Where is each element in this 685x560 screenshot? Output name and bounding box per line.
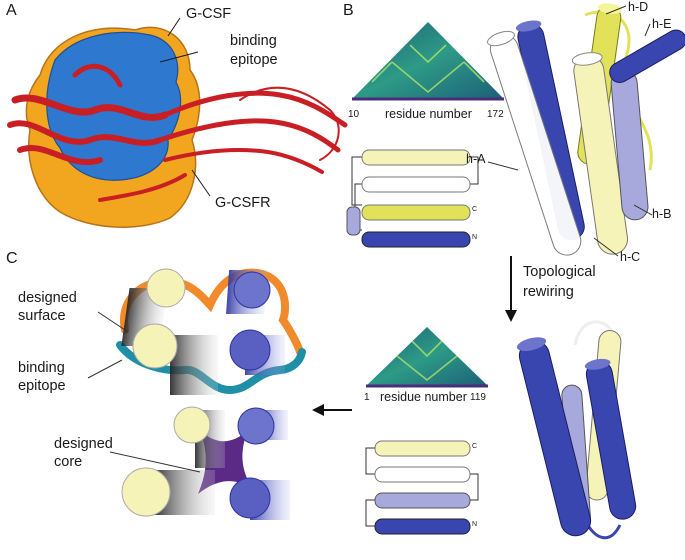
gcsfr-leader — [191, 169, 211, 197]
map-top-axis: residue number — [385, 107, 472, 121]
topology-bottom-c-terminus: C — [472, 443, 478, 450]
helix-bundle-original — [487, 3, 685, 256]
designed-core-label-line2: core — [54, 454, 83, 470]
design-schematic — [116, 268, 306, 520]
gcsf-leader — [167, 17, 181, 37]
helix-bundle-rewired — [516, 320, 637, 539]
topology-bottom-n-terminus: N — [472, 521, 478, 528]
map-bottom-end: 119 — [470, 392, 486, 403]
epitope-leader-a — [159, 51, 199, 63]
helix-label-d: h-D — [628, 0, 649, 14]
rewiring-label-line1: Topological — [523, 264, 596, 280]
gcsf-complex-rendering — [7, 26, 348, 228]
map-top-start: 10 — [348, 109, 360, 120]
binding-epitope-band — [116, 341, 306, 395]
topology-top-n-terminus: N — [472, 234, 478, 241]
designed-core-label-line1: designed — [54, 436, 113, 452]
rewiring-label-line2: rewiring — [523, 284, 574, 300]
binding-epitope-label-a-line1: binding — [230, 33, 277, 49]
panel-a-label: A — [6, 2, 17, 19]
h-d-leader — [605, 5, 627, 15]
map-bottom-axis: residue number — [380, 390, 467, 404]
map-top-end: 172 — [487, 109, 504, 120]
panel-b-label: B — [343, 2, 354, 19]
designed-surface-label-line2: surface — [18, 308, 66, 324]
contact-map-top — [352, 22, 504, 101]
topology-diagram-top — [346, 149, 479, 248]
h-e-leader — [644, 23, 651, 37]
gcsfr-label: G-CSFR — [215, 195, 271, 211]
designed-surface-label-line1: designed — [18, 290, 77, 306]
gcsfr-receptor-ribbons — [7, 63, 348, 202]
contact-map-bottom — [366, 327, 488, 388]
rewiring-arrow — [505, 256, 517, 322]
gcsf-label: G-CSF — [186, 6, 232, 22]
h-b-leader — [633, 204, 653, 216]
binding-epitope-label-c-line2: epitope — [18, 378, 66, 394]
helix-label-e: h-E — [652, 17, 672, 31]
map-bottom-start: 1 — [364, 392, 370, 403]
helix-label-a: h-A — [466, 152, 486, 166]
h-c-leader — [593, 237, 619, 257]
binding-epitope-label-a-line2: epitope — [230, 52, 278, 68]
topology-diagram-bottom — [365, 440, 479, 535]
h-a-leader — [487, 161, 519, 171]
binding-epitope-label-c-line1: binding — [18, 360, 65, 376]
design-arrow — [312, 404, 352, 416]
core-leader — [109, 451, 201, 473]
panel-c-label: C — [6, 250, 18, 267]
helix-label-c: h-C — [620, 250, 641, 264]
topology-top-c-terminus: C — [472, 206, 478, 213]
surface-leader — [97, 311, 129, 333]
helix-label-b: h-B — [652, 207, 672, 221]
epitope-leader-c — [87, 359, 123, 379]
